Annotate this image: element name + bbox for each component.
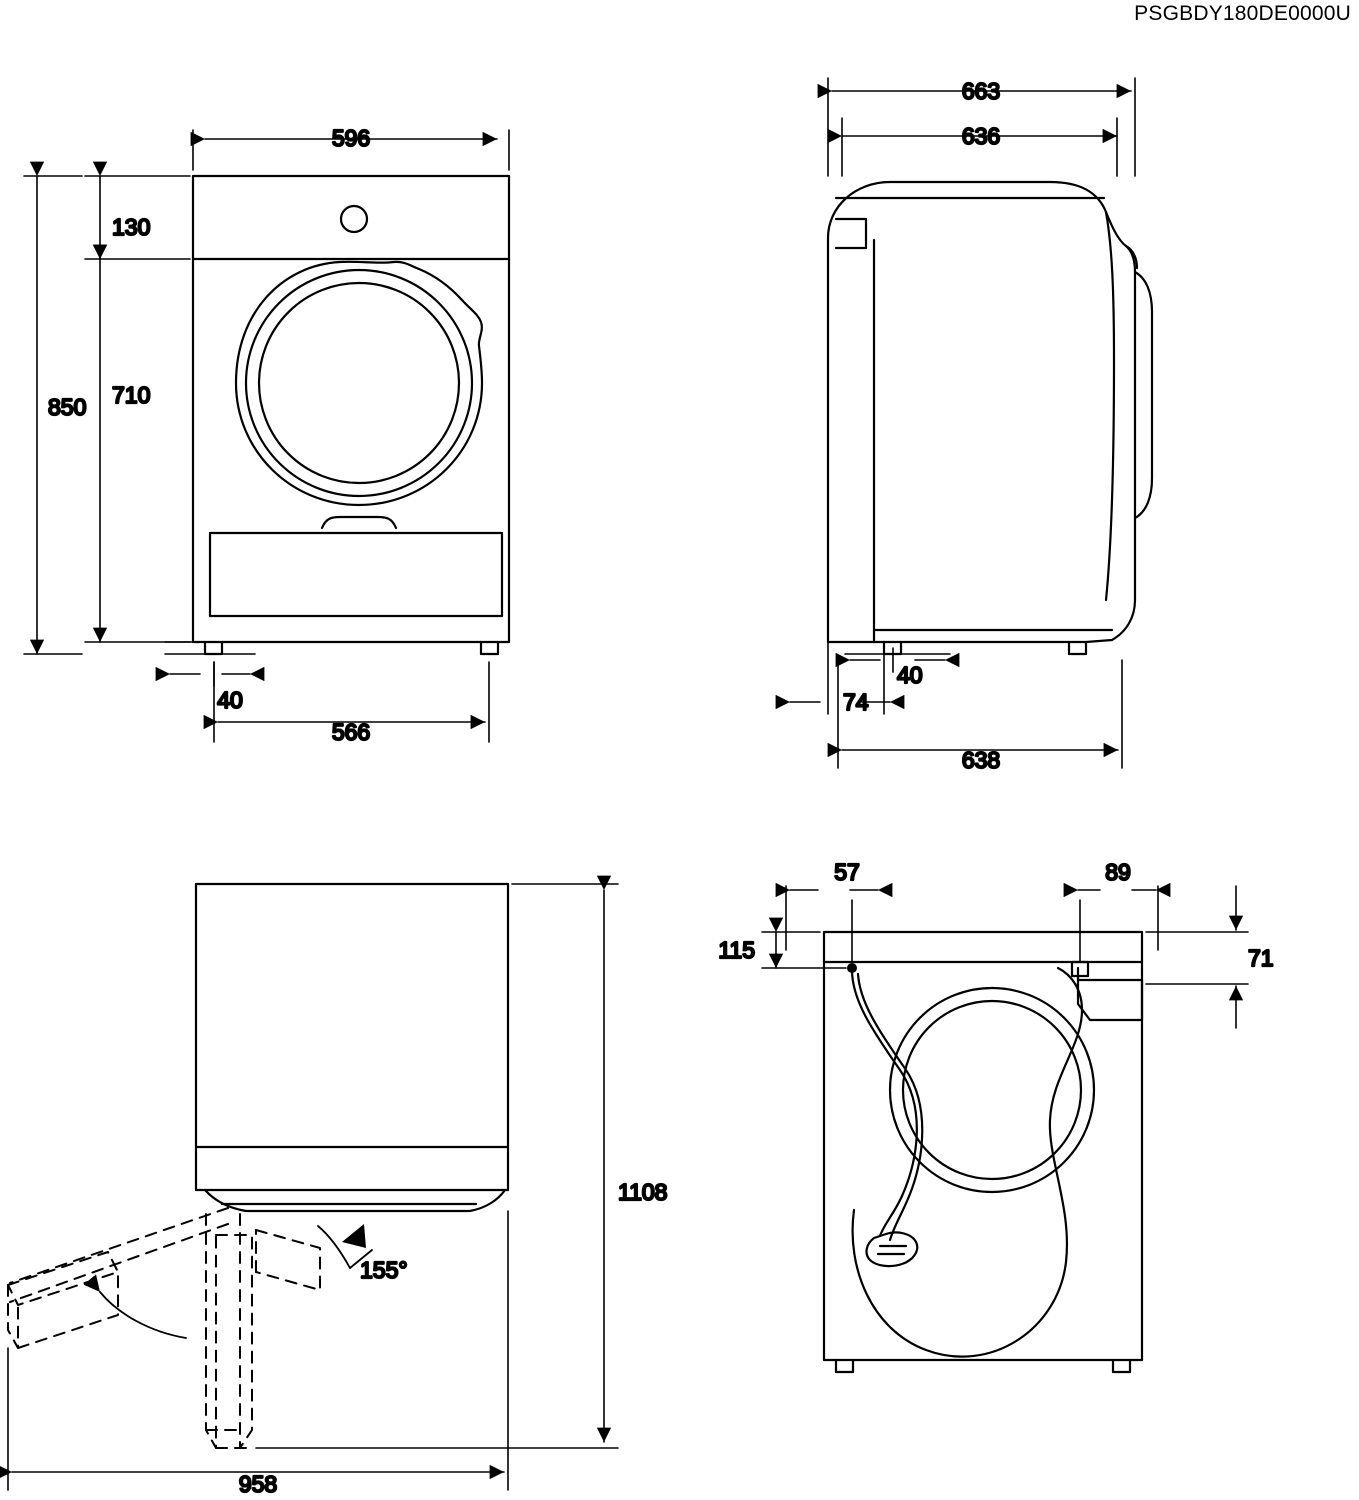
dim-label-40-side: 40 <box>897 662 923 688</box>
dim-40-side <box>835 641 960 673</box>
dim-label-638: 638 <box>962 747 1000 773</box>
dim-74 <box>775 641 905 715</box>
dim-label-40-front: 40 <box>217 687 243 713</box>
dim-638 <box>827 659 1123 769</box>
dim-958 <box>0 1210 509 1491</box>
dim-566 <box>203 661 490 743</box>
dim-596 <box>190 129 510 171</box>
dim-label-1108: 1108 <box>618 1179 667 1205</box>
document-code: PSGBDY180DE0000U <box>1134 2 1351 25</box>
dim-label-663: 663 <box>962 78 1000 104</box>
dim-850 <box>23 161 83 655</box>
swing-arc <box>83 1224 373 1339</box>
dim-663 <box>817 77 1136 177</box>
dim-label-89: 89 <box>1105 859 1131 885</box>
dim-label-596: 596 <box>332 125 370 151</box>
dim-label-850: 850 <box>48 394 86 420</box>
dim-label-636: 636 <box>962 123 1000 149</box>
dim-label-710: 710 <box>112 382 150 408</box>
dim-636 <box>827 117 1118 177</box>
dim-label-57: 57 <box>834 859 860 885</box>
dim-label-130: 130 <box>112 214 150 240</box>
dim-57 <box>775 882 893 963</box>
side-view-outline <box>826 180 1154 656</box>
dim-label-71: 71 <box>1248 945 1274 971</box>
door-swing-dashed <box>7 1207 321 1449</box>
dim-115 <box>761 917 847 969</box>
dim-label-74: 74 <box>843 689 869 715</box>
dim-89 <box>1063 882 1171 963</box>
dim-71 <box>1145 885 1249 1029</box>
dim-40-front <box>155 641 265 687</box>
dim-1108 <box>255 875 619 1449</box>
dim-label-566: 566 <box>332 719 370 745</box>
dim-label-958: 958 <box>239 1471 277 1497</box>
rear-view-outline <box>822 930 1144 1374</box>
dim-label-115: 115 <box>718 937 755 963</box>
front-view-outline <box>191 174 511 656</box>
dim-label-155deg: 155° <box>360 1257 408 1283</box>
top-view-outline <box>194 882 510 1213</box>
dim-710 <box>84 244 191 643</box>
